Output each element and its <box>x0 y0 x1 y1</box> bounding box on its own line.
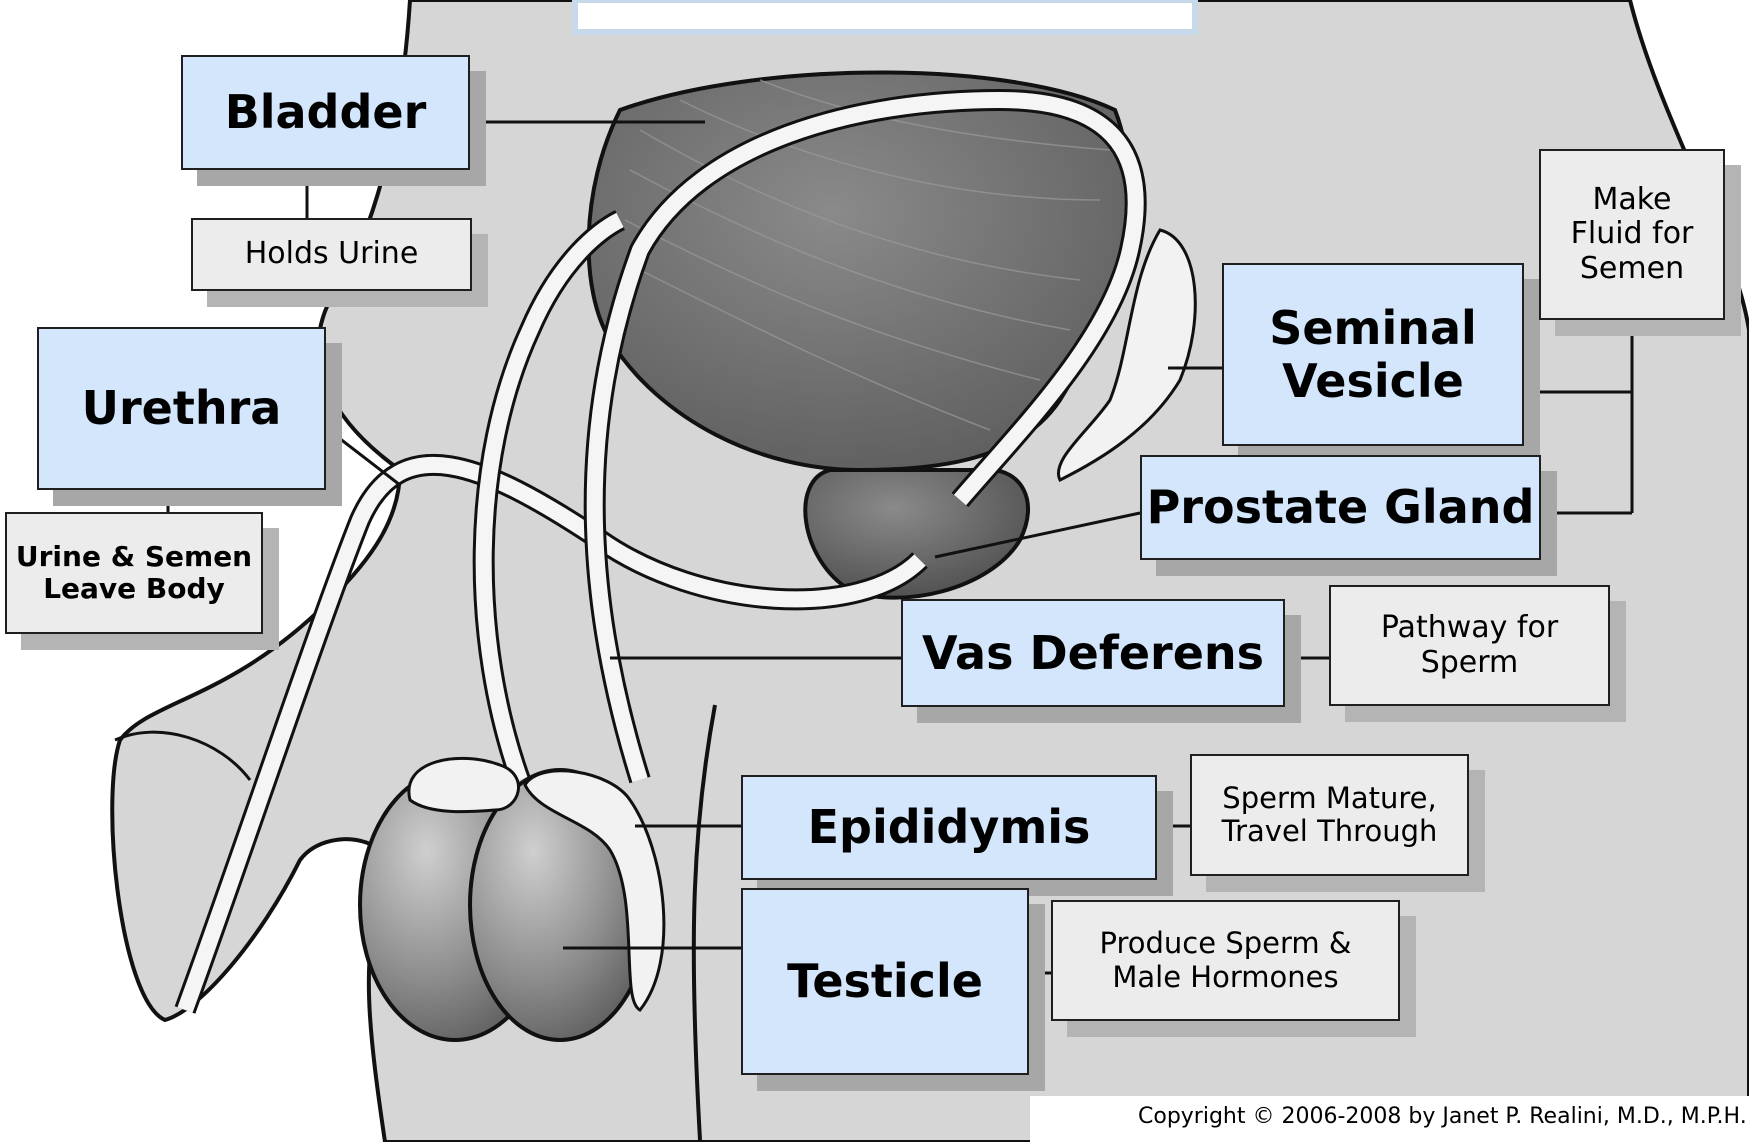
urethra-name-text: Urethra <box>82 382 282 435</box>
epididymis-name-text: Epididymis <box>808 801 1091 854</box>
copyright-text: Copyright © 2006-2008 by Janet P. Realin… <box>1138 1104 1747 1129</box>
epididymis-label: Epididymis <box>741 775 1157 880</box>
testicle-function-text: Produce Sperm & Male Hormones <box>1100 927 1352 994</box>
bladder-label: Bladder <box>181 55 470 170</box>
seminal-vesicle-name-text: Seminal Vesicle <box>1269 302 1477 408</box>
urethra-label: Urethra <box>37 327 326 490</box>
vas-deferens-function: Pathway for Sperm <box>1329 585 1610 706</box>
epididymis-function: Sperm Mature, Travel Through <box>1190 754 1469 876</box>
bladder-function: Holds Urine <box>191 218 472 291</box>
seminal-vesicle-function: Make Fluid for Semen <box>1539 149 1725 320</box>
testicle-function: Produce Sperm & Male Hormones <box>1051 900 1400 1021</box>
prostate-gland-name-text: Prostate Gland <box>1147 481 1535 534</box>
urethra-function: Urine & Semen Leave Body <box>5 512 263 634</box>
seminal-vesicle-function-text: Make Fluid for Semen <box>1571 183 1694 287</box>
top-frame <box>575 0 1195 32</box>
bladder-function-text: Holds Urine <box>245 237 419 272</box>
testicle-label: Testicle <box>741 888 1029 1075</box>
epididymis-function-text: Sperm Mature, Travel Through <box>1222 782 1438 849</box>
vas-deferens-name-text: Vas Deferens <box>922 627 1264 680</box>
bladder-name-text: Bladder <box>225 86 427 139</box>
testicle-name-text: Testicle <box>787 955 983 1008</box>
vas-deferens-function-text: Pathway for Sperm <box>1381 611 1558 680</box>
vas-deferens-label: Vas Deferens <box>901 599 1285 707</box>
seminal-vesicle-label: Seminal Vesicle <box>1222 263 1524 446</box>
urethra-function-text: Urine & Semen Leave Body <box>16 541 252 605</box>
epididymis-left <box>409 758 519 811</box>
prostate-gland-label: Prostate Gland <box>1140 455 1541 560</box>
copyright-strip: Copyright © 2006-2008 by Janet P. Realin… <box>1030 1096 1749 1142</box>
